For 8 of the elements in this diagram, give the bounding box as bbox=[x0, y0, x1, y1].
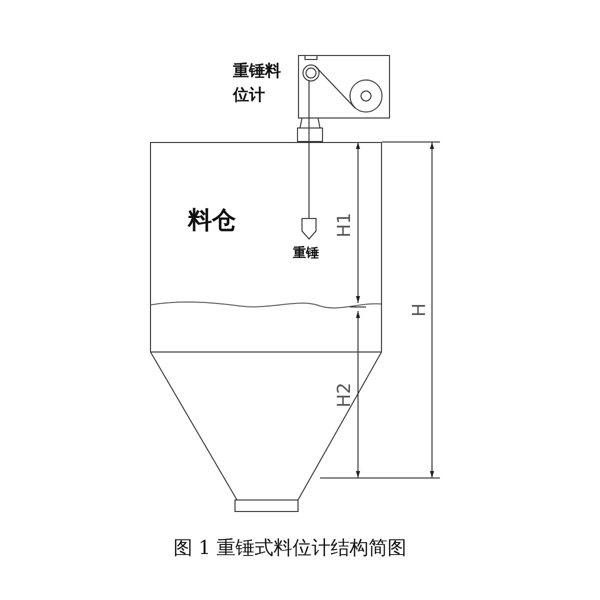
dimension-label: H bbox=[409, 302, 431, 319]
dimension-label: H1 bbox=[334, 212, 356, 239]
figure-caption: 图 1 重锤式料位计结构简图 bbox=[172, 536, 408, 561]
dimension-label: H2 bbox=[334, 382, 356, 409]
weight-label: 重锤 bbox=[293, 244, 319, 262]
silo-label: 料仓 bbox=[188, 205, 236, 236]
cable-line bbox=[308, 142, 310, 218]
gauge-label: 重锤料位计 bbox=[233, 60, 282, 106]
